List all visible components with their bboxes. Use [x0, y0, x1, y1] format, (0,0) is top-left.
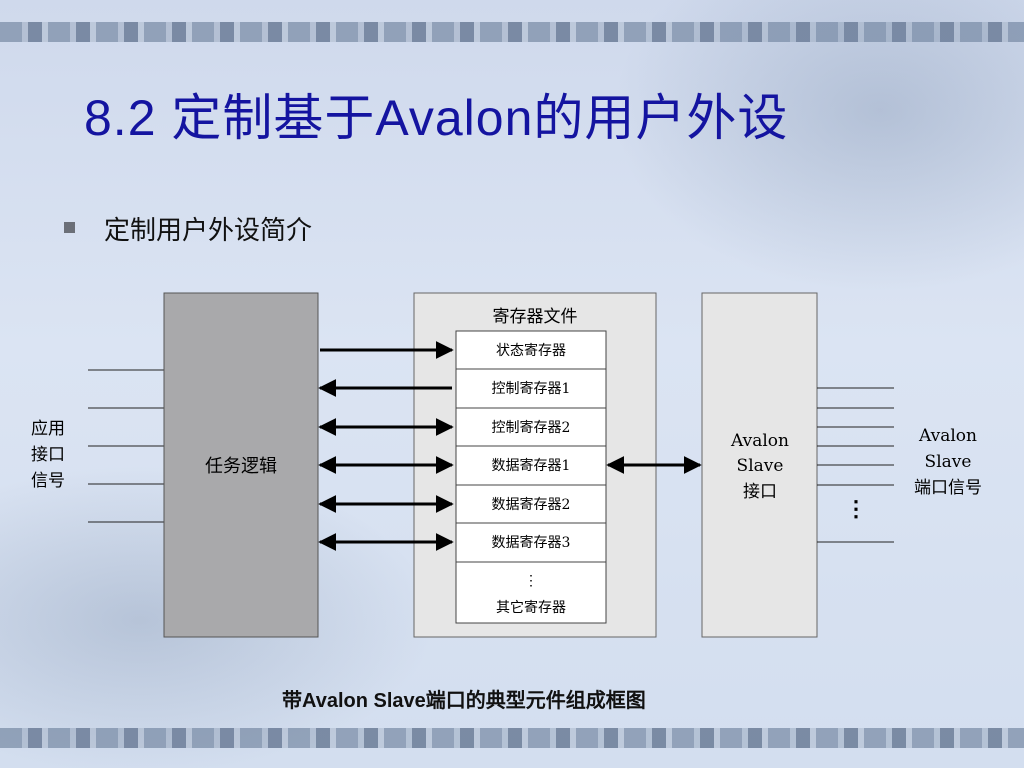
right-signals-label-1: Avalon [918, 426, 977, 446]
register-label: 控制寄存器1 [492, 380, 571, 397]
right-signals-ellipsis: ⋮ [845, 496, 867, 522]
register-row [455, 522, 607, 563]
register-label: 状态寄存器 [496, 342, 566, 359]
register-arrows [318, 341, 454, 551]
decorative-top-band [0, 22, 1024, 42]
left-signals-label-2: 接口 [31, 445, 65, 465]
register-other-label: 其它寄存器 [496, 599, 566, 616]
right-signals-label-3: 端口信号 [914, 478, 982, 498]
avalon-interface-label-3: 接口 [743, 482, 777, 502]
register-row [455, 484, 607, 524]
register-row [455, 407, 607, 447]
avalon-slave-interface-block [701, 292, 818, 638]
task-logic-block [163, 292, 319, 638]
register-label: 数据寄存器3 [492, 534, 571, 551]
decorative-bottom-band [0, 728, 1024, 748]
slide-title: 8.2 定制基于Avalon的用户外设 [84, 90, 789, 146]
register-label: 控制寄存器2 [492, 419, 571, 436]
task-logic-label: 任务逻辑 [205, 456, 277, 477]
register-list: 状态寄存器 控制寄存器1 控制寄存器2 数据寄存器1 数据寄存器2 数据寄存器3… [455, 330, 607, 624]
avalon-interface-label-1: Avalon [730, 431, 789, 451]
register-label: 数据寄存器1 [492, 457, 571, 474]
register-row-other [455, 561, 607, 624]
register-row [455, 368, 607, 409]
figure-caption: 带Avalon Slave端口的典型元件组成框图 [282, 690, 646, 712]
register-row [455, 445, 607, 486]
left-signals-label-1: 应用 [31, 419, 65, 439]
left-signals-label-3: 信号 [31, 471, 65, 491]
right-signals-label-2: Slave [925, 452, 972, 472]
avalon-interface-label-2: Slave [737, 456, 784, 476]
right-signal-lines [817, 387, 894, 543]
register-ellipsis: ⋮ [524, 573, 538, 589]
left-signal-lines [88, 369, 164, 523]
register-label: 数据寄存器2 [492, 496, 571, 513]
bullet-text: 定制用户外设简介 [104, 216, 313, 246]
bullet-square-icon [64, 222, 75, 233]
register-file-title: 寄存器文件 [493, 307, 578, 327]
